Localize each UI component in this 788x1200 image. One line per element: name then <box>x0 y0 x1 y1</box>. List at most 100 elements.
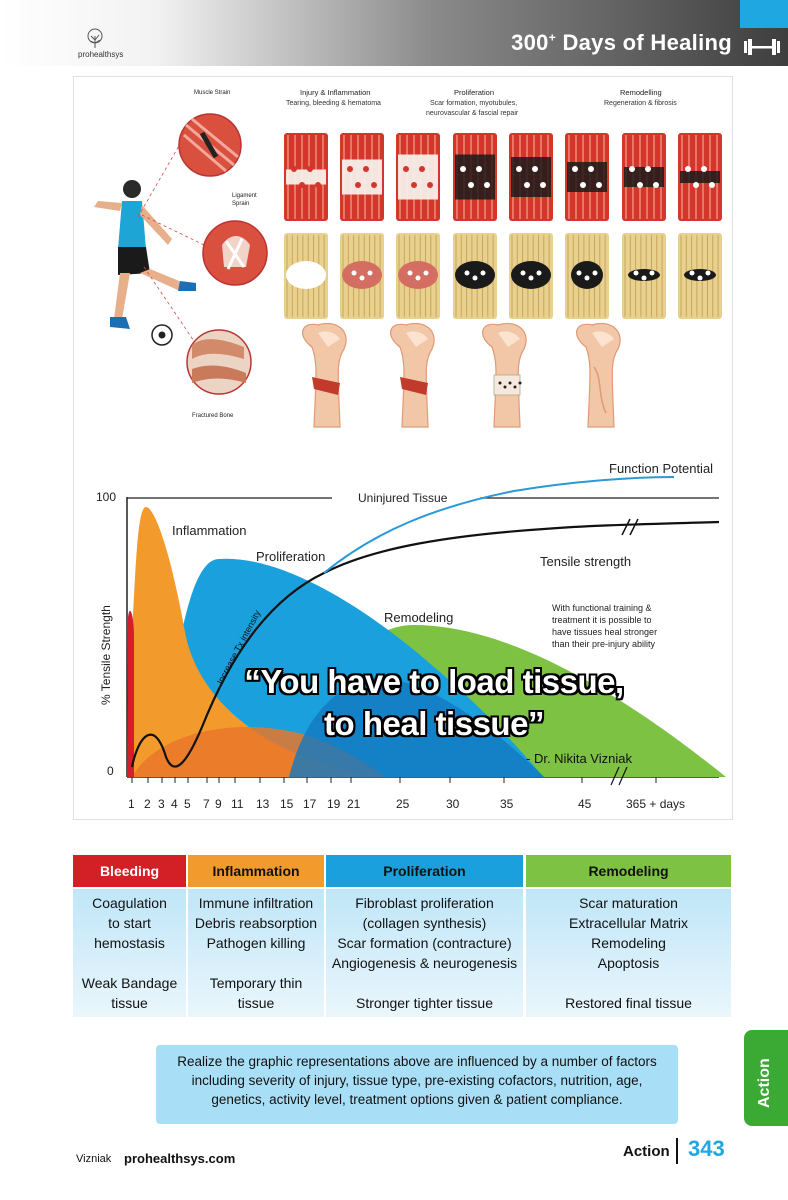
note-text-1: Realize the graphic representations abov… <box>177 1054 657 1069</box>
side-tab-label: Action <box>756 1058 773 1108</box>
stage-title-proliferation: Proliferation <box>454 88 494 97</box>
x-tick-label: 19 <box>327 797 341 811</box>
ligament-fiber-panel <box>340 233 384 319</box>
x-tick-label: 30 <box>446 797 460 811</box>
table-line: Immune infiltration <box>198 895 314 911</box>
dumbbell-icon <box>744 39 780 55</box>
section-side-tab[interactable]: Action <box>744 1030 788 1126</box>
table-line: Restored final tissue <box>565 995 692 1011</box>
y-axis-label: % Tensile Strength <box>99 605 113 705</box>
tissue-panels <box>284 133 722 428</box>
healing-chart: % Tensile Strength 0 100 Uninjured Tissu… <box>96 461 726 811</box>
x-tick-label: 2 <box>144 797 151 811</box>
table-line: tissue <box>111 995 148 1011</box>
note-line-4: than their pre-injury ability <box>552 639 656 649</box>
note-line-1: With functional training & <box>552 603 652 613</box>
inflammation-area <box>127 507 384 777</box>
table-line: tissue <box>237 995 275 1011</box>
x-tick-label: 9 <box>215 797 222 811</box>
axis-break-top <box>621 518 639 536</box>
ligament-fiber-panel <box>565 233 609 319</box>
table-line: Weak Bandage <box>81 975 178 991</box>
ligament-fiber-panel <box>622 233 666 319</box>
y-tick-0: 0 <box>107 764 114 778</box>
column-remodeling: Scar maturation Extracellular Matrix Rem… <box>526 889 731 1017</box>
quote: “You have to load tissue, to heal tissue… <box>224 661 644 745</box>
label-fractured-bone: Fractured Bone <box>192 413 234 419</box>
stage-sub-proliferation-2: neurovascular & fascial repair <box>426 110 519 117</box>
footer-website-link[interactable]: prohealthsys.com <box>124 1151 236 1166</box>
footer-author: Vizniak <box>76 1153 112 1165</box>
muscle-strain-illustration <box>178 113 242 177</box>
header-bleeding: Bleeding <box>73 855 186 887</box>
x-tick-label: 3 <box>158 797 165 811</box>
footer-section-name: Action <box>623 1143 670 1160</box>
x-tick-label: 1 <box>128 797 135 811</box>
cell-bleeding: Coagulation to start hemostasis Weak Ban… <box>73 889 186 1013</box>
x-tick-label: 4 <box>171 797 178 811</box>
ligament-fiber-panel <box>509 233 553 319</box>
ligament-sprain-illustration <box>202 220 268 286</box>
muscle-fiber-panel <box>396 133 440 221</box>
column-inflammation: Immune infiltration Debris reabsorption … <box>188 889 324 1017</box>
table-line: Stronger tighter tissue <box>356 995 493 1011</box>
table-line: Temporary thin <box>209 975 303 991</box>
x-tick-label: 13 <box>256 797 270 811</box>
table-line: Scar maturation <box>579 895 678 911</box>
stage-sub-injury: Tearing, bleeding & hematoma <box>286 100 381 107</box>
x-tick-label: 35 <box>500 797 514 811</box>
bone-healing-illustration <box>390 322 435 428</box>
table-line: Pathogen killing <box>206 935 306 951</box>
ligament-fiber-panel <box>678 233 722 319</box>
x-tick-label: 5 <box>184 797 191 811</box>
table-line: Debris reabsorption <box>194 915 318 931</box>
table-line: (collagen synthesis) <box>362 915 487 931</box>
ligament-fiber-panel <box>396 233 440 319</box>
ligament-fiber-panel <box>453 233 497 319</box>
muscle-fiber-panel <box>340 133 384 221</box>
table-line: to start <box>108 915 151 931</box>
series-label-function-potential: Function Potential <box>609 461 713 476</box>
x-tick-label: 25 <box>396 797 410 811</box>
cell-proliferation: Fibroblast proliferation (collagen synth… <box>326 889 523 1013</box>
function-potential-curve <box>323 476 675 574</box>
fractured-bone-illustration <box>186 329 252 395</box>
proliferation-dark-area <box>289 677 544 777</box>
header-inflammation: Inflammation <box>188 855 324 887</box>
table-line: Remodeling <box>591 935 666 951</box>
cell-remodeling: Scar maturation Extracellular Matrix Rem… <box>526 889 731 1013</box>
logo-text: prohealthsys <box>78 50 124 59</box>
page-title: 300+ Days of Healing <box>511 30 732 55</box>
label-sprain: Sprain <box>232 201 249 207</box>
quote-line-1: “You have to load tissue, <box>244 663 624 700</box>
note-text-3: genetics, activity level, treatment opti… <box>211 1092 623 1107</box>
table-line: Coagulation <box>92 895 167 911</box>
series-label-proliferation: Proliferation <box>256 549 325 564</box>
footer-divider <box>676 1138 678 1164</box>
muscle-fiber-panel <box>622 133 666 221</box>
quote-line-2: to heal tissue” <box>324 705 544 742</box>
label-ligament: Ligament <box>232 193 257 199</box>
header-accent-block <box>740 0 788 28</box>
muscle-fiber-panel <box>565 133 609 221</box>
uninjured-tissue-label: Uninjured Tissue <box>358 491 448 505</box>
y-tick-100: 100 <box>96 490 116 504</box>
x-tick-label: 7 <box>203 797 210 811</box>
x-tick-label: 17 <box>303 797 317 811</box>
table-line: Fibroblast proliferation <box>355 895 494 911</box>
muscle-fiber-panel <box>678 133 722 221</box>
stage-sub-remodelling: Regeneration & fibrosis <box>604 100 677 107</box>
header-remodeling: Remodeling <box>526 855 731 887</box>
x-tick-label: 11 <box>231 797 244 811</box>
note-line-2: treatment it is possible to <box>552 615 652 625</box>
bone-healing-illustration <box>576 322 621 428</box>
label-muscle-strain: Muscle Strain <box>194 90 230 96</box>
header-proliferation: Proliferation <box>326 855 523 887</box>
series-label-inflammation: Inflammation <box>172 523 246 538</box>
table-line: Apoptosis <box>597 955 660 971</box>
stage-sub-proliferation-1: Scar formation, myotubules, <box>430 100 517 107</box>
x-tick-label: 15 <box>280 797 294 811</box>
tree-logo-icon <box>87 28 103 48</box>
table-line: hemostasis <box>94 935 165 951</box>
